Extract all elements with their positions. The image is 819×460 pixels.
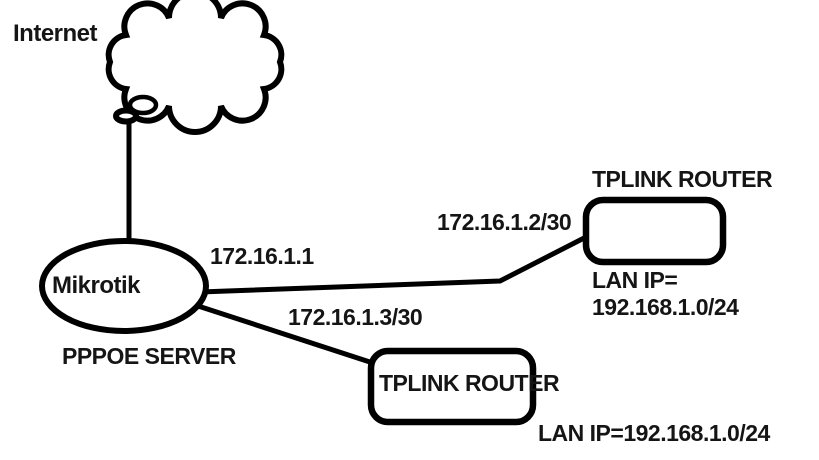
router2-node-shape <box>367 347 537 426</box>
server-wan-ip-label: 172.16.1.1 <box>210 243 314 269</box>
mikrotik-label: Mikrotik <box>52 272 141 299</box>
router1-node-shape <box>582 196 727 266</box>
router1-lan-label: LAN IP= 192.168.1.0/24 <box>592 267 739 321</box>
mikrotik-to-router2-link <box>192 302 379 367</box>
mikrotik-node-shape <box>39 238 209 334</box>
pppoe-server-label: PPPOE SERVER <box>62 343 236 369</box>
cloud-bubble-small <box>113 107 139 125</box>
internet-label: Internet <box>13 20 98 47</box>
mikrotik-to-router1-link <box>197 233 591 295</box>
router1-lan-line1: LAN IP= <box>592 267 678 293</box>
router2-title: TPLINK ROUTER <box>379 370 560 396</box>
router1-title: TPLINK ROUTER <box>592 166 773 192</box>
router1-wan-ip-label: 172.16.1.2/30 <box>437 209 572 235</box>
router2-wan-ip-label: 172.16.1.3/30 <box>288 304 423 330</box>
cloud-bubble-large <box>127 94 159 116</box>
router2-lan-label: LAN IP=192.168.1.0/24 <box>538 420 770 446</box>
router1-lan-line2: 192.168.1.0/24 <box>592 294 739 320</box>
